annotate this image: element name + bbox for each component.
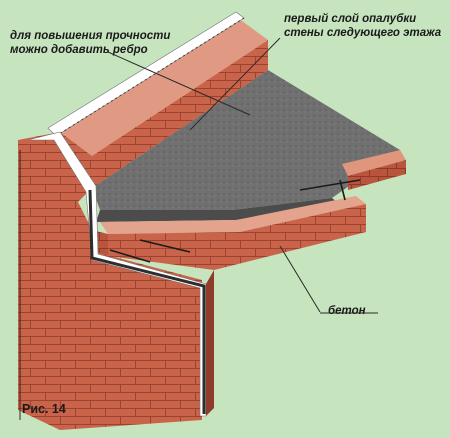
- rib-note: для повышения прочности можно добавить р…: [10, 29, 170, 57]
- upper-brick-wall: [47, 11, 268, 188]
- figure-caption: Рис. 14: [22, 402, 66, 416]
- concrete-slab: [92, 70, 400, 222]
- rib-note-line1: для повышения прочности: [10, 30, 171, 42]
- lower-brick-wall: [18, 131, 214, 430]
- rear-brick-beam: [342, 150, 406, 190]
- leader-lines: [19, 37, 378, 420]
- formwork-note-line1: первый слой опалубки: [284, 13, 417, 25]
- rebar-lines: [109, 179, 361, 263]
- formwork-note: первый слой опалубки стены следующего эт…: [284, 12, 441, 40]
- formwork-note-line2: стены следующего этажа: [284, 27, 442, 39]
- rib-note-line2: можно добавить ребро: [10, 44, 148, 56]
- concrete-label: бетон: [328, 305, 366, 317]
